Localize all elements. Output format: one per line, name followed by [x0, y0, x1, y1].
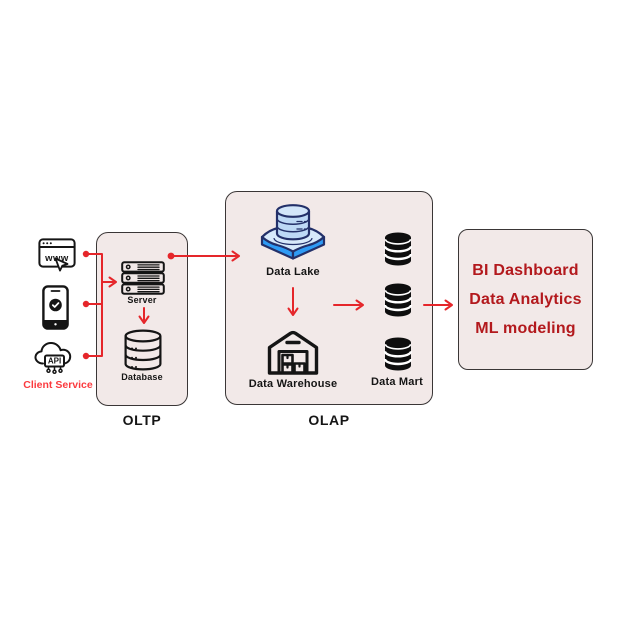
outputs-panel: BI Dashboard Data Analytics ML modeling	[458, 229, 593, 370]
output-bi-dashboard: BI Dashboard	[472, 262, 579, 279]
api-cloud-text: API	[48, 357, 61, 366]
data-mart-cylinder-icon	[383, 336, 413, 372]
browser-www-icon: www	[38, 238, 76, 272]
olap-title: OLAP	[308, 412, 350, 428]
data-lake-label: Data Lake	[266, 266, 320, 278]
api-connector-dot	[82, 352, 90, 360]
data-warehouse-icon	[266, 329, 320, 375]
oltp-title: OLTP	[122, 412, 162, 428]
server-label: Server	[127, 295, 157, 305]
mobile-connector-dot	[82, 300, 90, 308]
data-mart-cylinder-icon	[383, 231, 413, 267]
output-data-analytics: Data Analytics	[469, 291, 582, 308]
data-lake-icon	[252, 200, 334, 262]
database-label: Database	[121, 372, 163, 382]
api-cloud-icon: API	[31, 336, 78, 376]
browser-connector-dot	[82, 250, 90, 258]
data-mart-label: Data Mart	[371, 376, 423, 388]
cursor-icon	[54, 257, 69, 272]
mobile-app-icon	[42, 285, 69, 330]
server-icon	[121, 261, 165, 295]
data-warehouse-label: Data Warehouse	[248, 378, 338, 390]
client-service-caption: Client Service	[23, 379, 93, 391]
data-mart-cylinder-icon	[383, 282, 413, 318]
database-icon	[123, 329, 163, 371]
output-ml-modeling: ML modeling	[475, 320, 576, 337]
